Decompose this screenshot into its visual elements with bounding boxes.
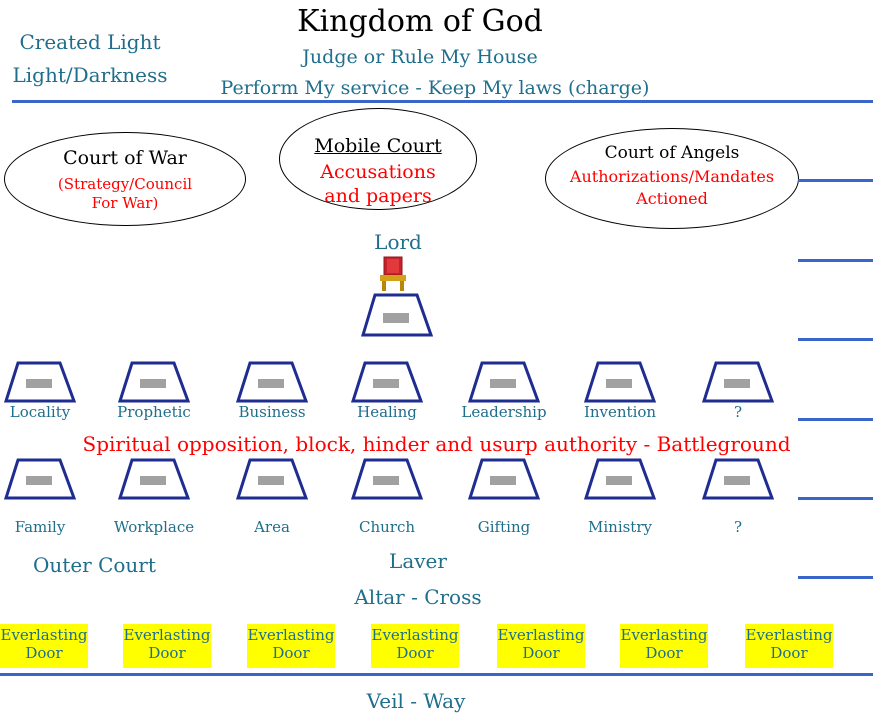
door-line1: Everlasting bbox=[247, 626, 335, 644]
side-line-4 bbox=[798, 418, 873, 421]
side-line-5 bbox=[798, 497, 873, 500]
upper-label-6: Invention bbox=[583, 403, 657, 421]
top-divider bbox=[12, 100, 873, 103]
lord-label: Lord bbox=[374, 230, 422, 254]
door-line1: Everlasting bbox=[123, 626, 211, 644]
lower-label-4: Church bbox=[358, 518, 416, 536]
lower-label-3: Area bbox=[254, 518, 290, 536]
outer-court-label: Outer Court bbox=[33, 553, 156, 577]
door-line2: Door bbox=[522, 644, 560, 662]
upper-label-3: Business bbox=[238, 403, 306, 421]
judge-rule-label: Judge or Rule My House bbox=[302, 46, 538, 68]
veil-divider bbox=[0, 673, 873, 676]
upper-label-2: Prophetic bbox=[117, 403, 191, 421]
upper-platform-3 bbox=[236, 361, 308, 403]
lower-platform-6 bbox=[584, 458, 656, 500]
mobile-court-line2: and papers bbox=[324, 185, 432, 207]
court-of-war-oval: Court of War (Strategy/Council For War) bbox=[4, 132, 246, 226]
throne-icon bbox=[380, 256, 406, 291]
court-of-angels-title: Court of Angels bbox=[604, 143, 740, 163]
side-line-2 bbox=[798, 259, 873, 262]
side-line-3 bbox=[798, 338, 873, 341]
upper-label-1: Locality bbox=[9, 403, 71, 421]
lower-platform-2 bbox=[118, 458, 190, 500]
lower-label-6: Ministry bbox=[588, 518, 652, 536]
upper-label-4: Healing bbox=[357, 403, 417, 421]
created-light-label: Created Light bbox=[19, 30, 161, 54]
mobile-court-oval: Mobile Court Accusations and papers bbox=[279, 108, 477, 210]
door-line2: Door bbox=[272, 644, 310, 662]
door-line2: Door bbox=[396, 644, 434, 662]
light-darkness-label: Light/Darkness bbox=[12, 63, 168, 87]
door-line2: Door bbox=[645, 644, 683, 662]
court-of-war-title: Court of War bbox=[63, 147, 187, 169]
upper-platform-4 bbox=[351, 361, 423, 403]
court-of-angels-line2: Actioned bbox=[636, 189, 708, 208]
upper-platform-7 bbox=[702, 361, 774, 403]
court-of-angels-line1: Authorizations/Mandates bbox=[569, 167, 775, 186]
lord-throne-platform bbox=[361, 293, 433, 337]
perform-service-label: Perform My service - Keep My laws (charg… bbox=[220, 77, 650, 99]
upper-platform-2 bbox=[118, 361, 190, 403]
battleground-text: Spiritual opposition, block, hinder and … bbox=[82, 432, 791, 456]
side-line-1 bbox=[798, 179, 873, 182]
lower-label-7: ? bbox=[733, 518, 743, 536]
lower-label-1: Family bbox=[14, 518, 66, 536]
upper-label-5: Leadership bbox=[461, 403, 547, 421]
door-line1: Everlasting bbox=[745, 626, 833, 644]
court-of-angels-oval: Court of Angels Authorizations/Mandates … bbox=[545, 128, 799, 229]
laver-label: Laver bbox=[389, 549, 447, 573]
door-line1: Everlasting bbox=[620, 626, 708, 644]
side-line-6 bbox=[798, 576, 873, 579]
door-line1: Everlasting bbox=[0, 626, 88, 644]
court-of-war-line2: For War) bbox=[91, 194, 159, 212]
lower-platform-7 bbox=[702, 458, 774, 500]
lower-platform-4 bbox=[351, 458, 423, 500]
upper-platform-1 bbox=[4, 361, 76, 403]
upper-label-7: ? bbox=[733, 403, 743, 421]
door-line2: Door bbox=[148, 644, 186, 662]
upper-platform-5 bbox=[468, 361, 540, 403]
page-title: Kingdom of God bbox=[297, 4, 543, 39]
mobile-court-title: Mobile Court bbox=[314, 135, 442, 157]
court-of-war-line1: (Strategy/Council bbox=[57, 175, 193, 193]
mobile-court-line1: Accusations bbox=[320, 161, 436, 183]
upper-platform-6 bbox=[584, 361, 656, 403]
door-line2: Door bbox=[25, 644, 63, 662]
door-line1: Everlasting bbox=[371, 626, 459, 644]
lower-platform-5 bbox=[468, 458, 540, 500]
veil-way-label: Veil - Way bbox=[366, 689, 466, 713]
lower-platform-3 bbox=[236, 458, 308, 500]
lower-label-5: Gifting bbox=[477, 518, 531, 536]
lower-platform-1 bbox=[4, 458, 76, 500]
door-line2: Door bbox=[770, 644, 808, 662]
altar-cross-label: Altar - Cross bbox=[354, 585, 482, 609]
door-line1: Everlasting bbox=[497, 626, 585, 644]
lower-label-2: Workplace bbox=[113, 518, 195, 536]
